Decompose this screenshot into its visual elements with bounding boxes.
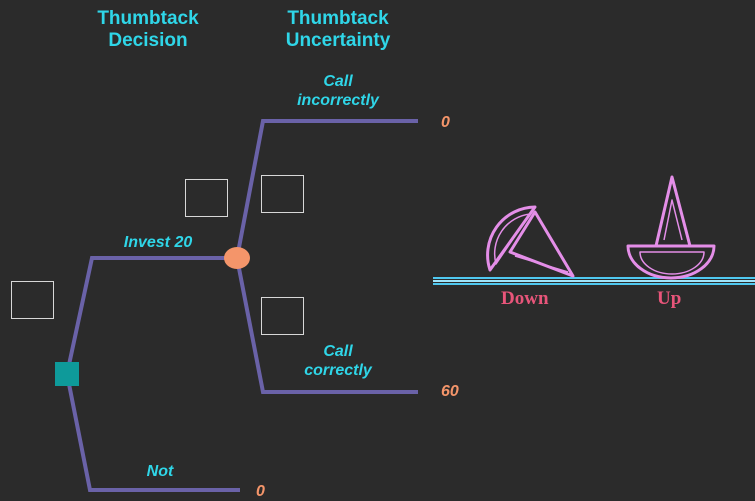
payoff-correct: 60: [441, 383, 459, 400]
table-surface: [433, 277, 755, 285]
header-decision-line2: Decision: [108, 30, 188, 51]
payoff-not: 0: [256, 483, 265, 500]
value-box-invest[interactable]: [185, 179, 228, 217]
header-uncertainty: Thumbtack Uncertainty: [268, 8, 408, 52]
thumbtack-down-label: Down: [501, 288, 549, 309]
branch-invest-line: [65, 256, 236, 375]
value-box-correct[interactable]: [261, 297, 304, 335]
header-decision: Thumbtack Decision: [88, 8, 208, 52]
value-box-decision[interactable]: [11, 281, 54, 319]
payoff-incorrect: 0: [441, 114, 450, 131]
header-uncertainty-line2: Uncertainty: [285, 30, 391, 51]
branch-label-correct-line1: Call: [323, 343, 353, 360]
decision-node: [55, 362, 79, 386]
value-box-incorrect[interactable]: [261, 175, 304, 213]
header-uncertainty-line1: Thumbtack: [287, 8, 389, 29]
branch-label-correct-line2: correctly: [304, 362, 372, 379]
branch-label-incorrect-line2: incorrectly: [297, 92, 379, 109]
branch-label-correct: Call correctly: [288, 342, 388, 380]
chance-node: [224, 247, 250, 269]
thumbtack-up-icon: [626, 175, 716, 280]
branch-incorrect-line: [235, 119, 418, 259]
branch-label-not: Not: [146, 463, 174, 480]
branch-label-invest: Invest 20: [123, 234, 193, 251]
thumbtack-down-icon: [486, 205, 575, 278]
branch-not-line: [65, 373, 240, 492]
branch-label-incorrect-line1: Call: [323, 73, 353, 90]
thumbtack-up-label: Up: [657, 288, 682, 309]
branch-correct-line: [235, 257, 418, 394]
branch-label-incorrect: Call incorrectly: [278, 72, 398, 110]
header-decision-line1: Thumbtack: [97, 8, 199, 29]
